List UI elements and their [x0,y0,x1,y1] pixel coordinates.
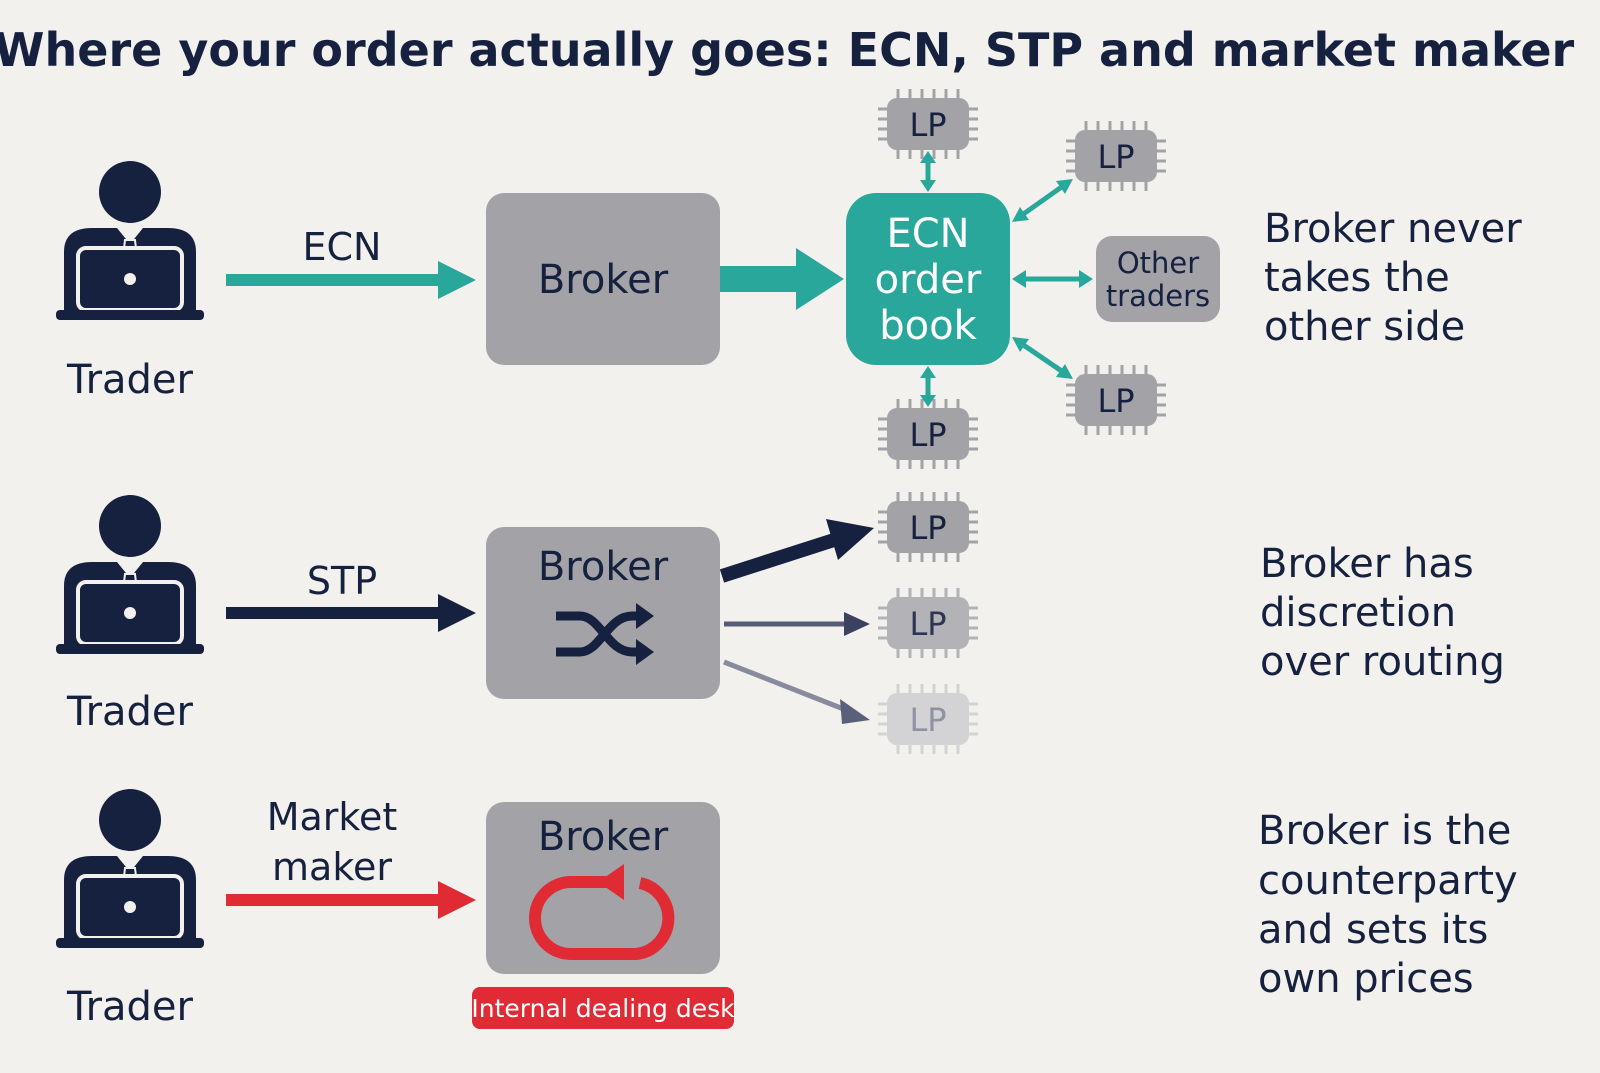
ecn-row: Trader ECN Broker ECN order book LP [54,87,1522,471]
trader-label: Trader [66,984,194,1030]
broker-box: Broker [486,193,720,365]
broker-label: Broker [538,544,669,590]
lp-chip: LP [876,682,980,756]
broker-label: Broker [538,257,669,303]
note-line: other side [1264,304,1465,350]
lp-label: LP [909,509,946,547]
trader-icon [54,493,206,656]
order-book-line-1: ECN [886,211,969,257]
routing-arrow-tertiary [723,659,870,724]
stp-row: Trader STP Broker [54,490,1505,756]
internal-dealing-desk-badge: Internal dealing desk [471,987,735,1029]
stp-arrow [226,594,476,632]
note-line: and sets its [1258,907,1488,953]
market-maker-arrow [226,881,476,919]
ecn-order-book: ECN order book [846,193,1010,365]
note-line: counterparty [1258,858,1518,904]
lp-chip: LP [876,397,980,471]
trader-label: Trader [66,689,194,735]
page-title: Where your order actually goes: ECN, STP… [0,23,1575,77]
note-line: takes the [1264,255,1450,301]
route-label-ecn: ECN [303,225,382,269]
order-book-line-2: order [875,257,982,303]
other-traders-line-2: traders [1106,279,1210,313]
lp-label: LP [909,106,946,144]
other-traders-line-1: Other [1117,246,1199,280]
other-traders-box: Other traders [1096,236,1220,322]
lp-chip: LP [876,586,980,660]
trader-icon [54,159,206,322]
note-line: discretion [1260,590,1456,636]
routing-arrow-secondary [724,612,870,636]
note-line: over routing [1260,639,1505,685]
broker-box: Broker [486,527,720,699]
mm-note: Broker is the counterparty and sets its … [1258,808,1518,1002]
lp-chip: LP [1064,363,1168,437]
lp-label: LP [909,701,946,739]
lp-label: LP [909,605,946,643]
shuffle-icon [556,603,654,665]
note-line: own prices [1258,956,1474,1002]
note-line: Broker has [1260,541,1474,587]
broker-label: Broker [538,814,669,860]
lp-label: LP [909,416,946,454]
note-line: Broker never [1264,206,1522,252]
route-label-mm-line-2: maker [272,845,392,889]
double-arrows [920,151,1093,407]
order-book-line-3: book [879,303,977,349]
lp-chip: LP [1064,119,1168,193]
broker-to-order-book-arrow [720,248,844,310]
lp-chip: LP [876,87,980,161]
desk-label: Internal dealing desk [471,994,735,1023]
loop-arrow-icon [529,864,675,960]
lp-label: LP [1097,382,1134,420]
note-line: Broker is the [1258,808,1511,854]
trader-icon [54,787,206,950]
routing-arrow-primary [719,519,874,583]
lp-label: LP [1097,138,1134,176]
lp-chip: LP [876,490,980,564]
stp-note: Broker has discretion over routing [1260,541,1505,685]
route-label-stp: STP [307,559,377,603]
route-label-mm-line-1: Market [267,795,398,839]
market-maker-row: Trader Market maker Broker Internal deal… [54,787,1518,1030]
ecn-note: Broker never takes the other side [1264,206,1522,350]
broker-box: Broker [486,802,720,974]
ecn-arrow [226,261,476,299]
trader-label: Trader [66,357,194,403]
